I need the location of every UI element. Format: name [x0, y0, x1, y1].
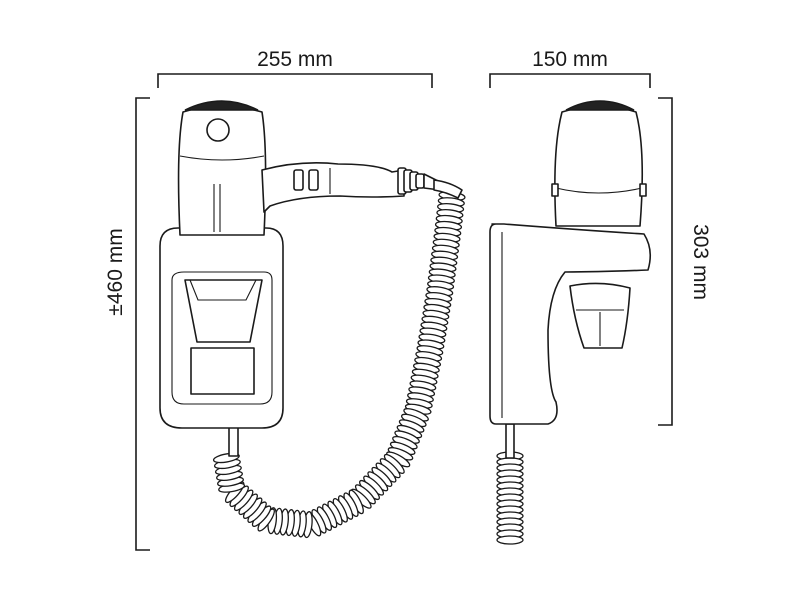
side-wall-bracket: [489, 223, 652, 425]
side-width-label: 150 mm: [532, 48, 608, 71]
total-height-label: ±460 mm: [104, 228, 127, 315]
front-holder-cup: [184, 279, 263, 343]
front-round-button: [206, 118, 230, 142]
side-coil-ring: [496, 535, 524, 545]
side-nozzle-cap: [565, 100, 635, 111]
front-switch-2: [308, 169, 319, 191]
side-cord-anchor: [505, 423, 515, 459]
front-view: [159, 100, 466, 539]
side-dryer-body: [554, 105, 644, 227]
front-width-dimension: 255 mm: [157, 48, 433, 88]
side-coiled-cord: [496, 451, 524, 545]
total-height-dimension: ±460 mm: [104, 97, 150, 551]
side-width-dimension: 150 mm: [489, 48, 651, 88]
front-handle: [261, 162, 405, 213]
side-height-dimension: 303 mm: [658, 97, 712, 426]
front-nozzle-cap: [184, 100, 259, 111]
front-coiled-cord: [212, 191, 466, 539]
front-strain-relief: [397, 167, 463, 199]
front-holder-window: [190, 347, 255, 395]
front-width-label: 255 mm: [257, 48, 333, 71]
front-switch-1: [293, 169, 304, 191]
side-view: [489, 100, 652, 545]
front-holder-inner-outline: [171, 271, 273, 405]
side-height-label: 303 mm: [689, 224, 712, 300]
